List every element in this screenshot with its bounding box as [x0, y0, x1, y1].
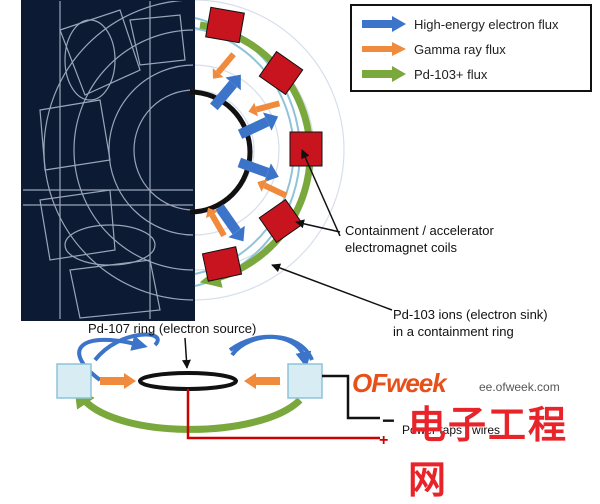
watermark-brand: OFweek — [352, 368, 447, 398]
pd103-annotation-line2: in a containment ring — [393, 324, 514, 339]
coil — [258, 50, 304, 96]
coil-callouts — [295, 149, 341, 237]
pd103-annotation-line1: Pd-103 ions (electron sink) — [393, 307, 548, 322]
power-taps-label: Power taps / wires — [402, 423, 501, 437]
gamma-arrow — [248, 100, 281, 117]
pd103-callout — [271, 263, 393, 311]
pd107-ring — [138, 371, 238, 391]
coil — [201, 246, 243, 282]
green-arrow-icon — [362, 66, 406, 82]
legend-label: Gamma ray flux — [414, 41, 506, 57]
gamma-arrow — [205, 207, 227, 238]
plus-terminal-icon: + — [379, 432, 389, 449]
diagram-canvas — [21, 0, 393, 440]
legend-item-electron: High-energy electron flux — [362, 13, 559, 35]
coil — [289, 131, 323, 167]
coils-annotation-line1: Containment / accelerator — [345, 223, 494, 238]
electron-arrow — [215, 204, 245, 242]
coil — [205, 6, 245, 44]
lower-schematic — [56, 332, 380, 440]
left-electrode — [56, 363, 92, 399]
core-half-circle — [189, 89, 253, 215]
legend-label: High-energy electron flux — [414, 16, 559, 32]
gamma-arrow — [257, 179, 288, 199]
pd103-annotation: Pd-103 ions (electron sink) in a contain… — [393, 306, 548, 340]
orange-arrow-icon — [362, 42, 406, 56]
watermark-url: ee.ofweek.com — [479, 380, 560, 394]
gamma-arrow — [212, 52, 236, 79]
blueprint-panel — [21, 0, 345, 321]
right-electrode — [287, 363, 323, 399]
legend-item-pd103: Pd-103+ flux — [362, 63, 487, 85]
blue-arrow-icon — [362, 16, 406, 32]
coil — [258, 198, 304, 244]
pd107-annotation: Pd-107 ring (electron source) — [88, 321, 257, 336]
coils-annotation-line2: electromagnet coils — [345, 240, 457, 255]
coils-annotation: Containment / accelerator electromagnet … — [345, 222, 494, 256]
legend: High-energy electron flux Gamma ray flux… — [350, 4, 592, 92]
legend-item-gamma: Gamma ray flux — [362, 38, 506, 60]
electron-arrow — [237, 112, 279, 139]
coils — [201, 6, 323, 282]
electron-arrow — [237, 157, 279, 183]
electron-arrow — [210, 74, 241, 111]
flux-arrows — [205, 52, 288, 242]
legend-label: Pd-103+ flux — [414, 66, 488, 82]
minus-terminal-icon: − — [382, 408, 395, 433]
watermark-cn: 电子工程网 — [408, 403, 569, 502]
